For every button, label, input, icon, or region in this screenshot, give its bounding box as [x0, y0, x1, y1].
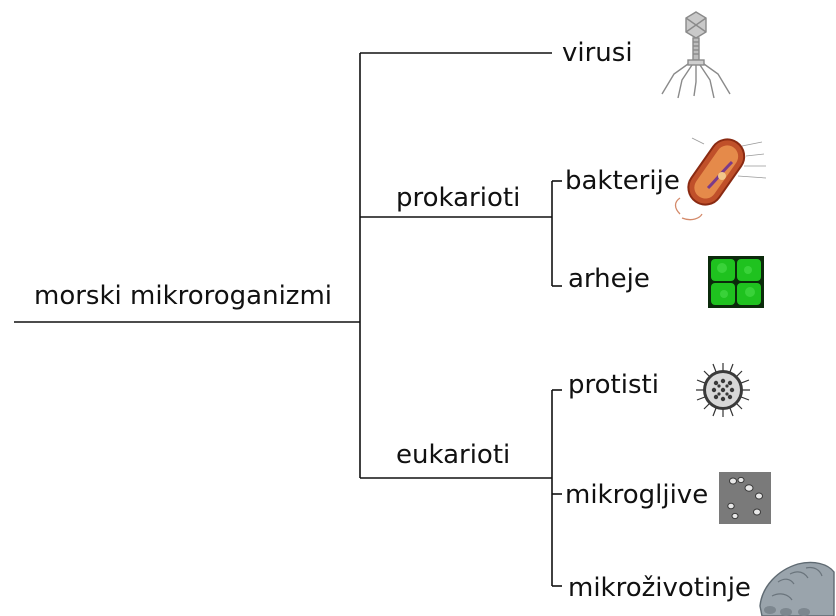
bacterium-cell-icon — [674, 137, 767, 221]
yeast-cells-icon — [719, 472, 771, 524]
protists-label: protisti — [568, 370, 659, 400]
microanimals-label: mikroživotinje — [568, 573, 751, 603]
viruses-label: virusi — [562, 38, 633, 68]
bacteriophage-icon — [661, 11, 731, 99]
tardigrade-icon — [756, 550, 836, 616]
eukaryotes-label: eukarioti — [396, 440, 511, 470]
archaea-label: arheje — [568, 264, 650, 294]
archaea-cells-icon — [708, 256, 764, 308]
bacteria-label: bakterije — [565, 166, 680, 196]
root-label: morski mikroroganizmi — [34, 281, 333, 311]
prokaryotes-label: prokarioti — [396, 183, 521, 213]
microfungi-label: mikrogljive — [565, 480, 709, 510]
radiolarian-icon — [696, 363, 750, 417]
